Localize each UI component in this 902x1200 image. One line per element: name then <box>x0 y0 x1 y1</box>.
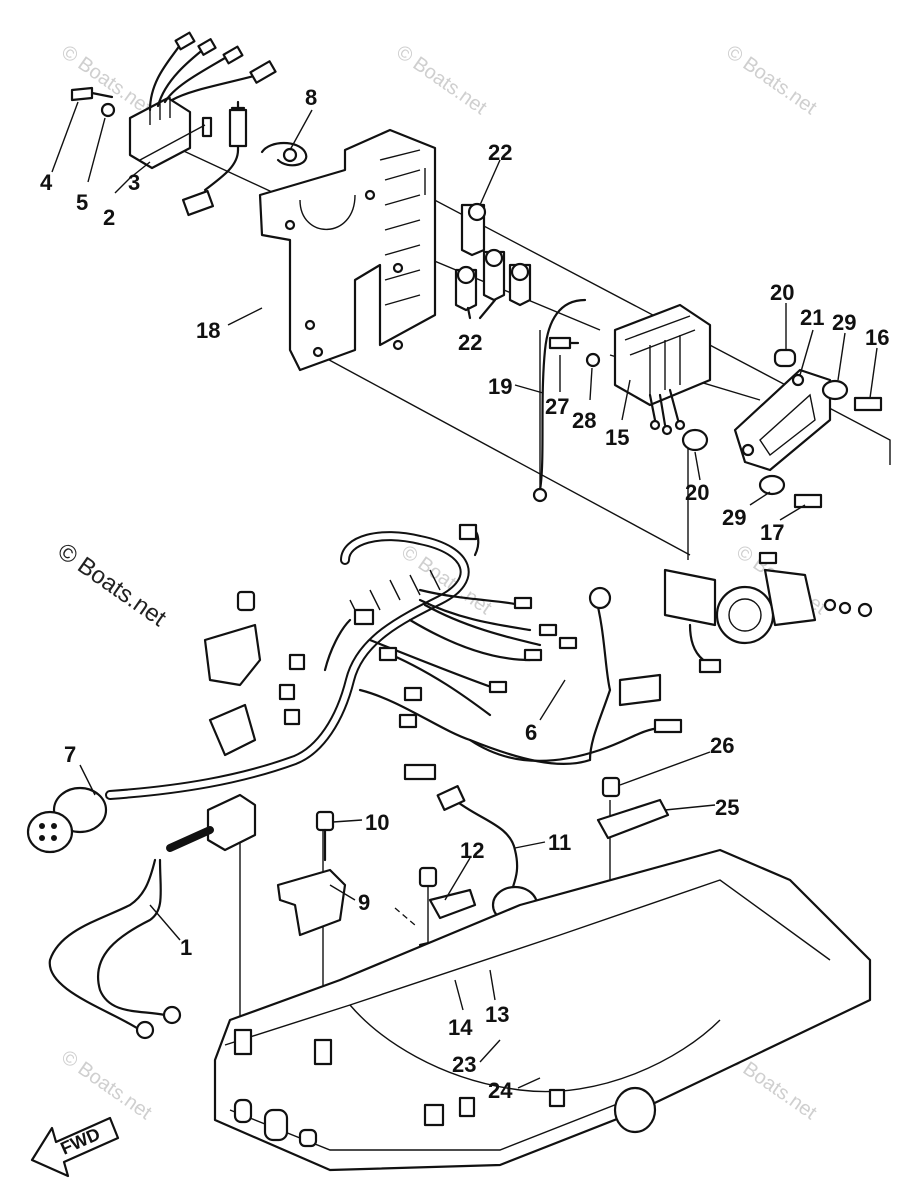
part-label-7: 7 <box>64 742 76 767</box>
part-label-28: 28 <box>572 408 596 433</box>
ground-lead <box>532 298 587 503</box>
part-label-27: 27 <box>545 394 569 419</box>
part-label-3: 3 <box>128 170 140 195</box>
part-label-8: 8 <box>305 85 317 110</box>
part-label-22-top: 22 <box>488 140 512 165</box>
rectifier-regulator <box>70 31 277 217</box>
part-label-15: 15 <box>605 425 629 450</box>
battery-cables <box>48 858 182 1040</box>
watermark: © Boats.net <box>57 1046 156 1124</box>
fwd-arrow: FWD <box>30 1116 120 1178</box>
bracket-assembly-left <box>203 590 262 757</box>
bottom-cowling <box>213 848 872 1172</box>
part-label-5: 5 <box>76 190 88 215</box>
part-label-11: 11 <box>548 830 571 855</box>
part-label-16: 16 <box>865 325 889 350</box>
bracket-21 <box>681 348 883 509</box>
part-label-1: 1 <box>180 935 192 960</box>
part-label-29-top: 29 <box>832 310 856 335</box>
part-label-23: 23 <box>452 1052 476 1077</box>
part-label-20-top: 20 <box>770 280 794 305</box>
part-label-6: 6 <box>525 720 537 745</box>
watermark-large: © Boats.net <box>53 538 172 632</box>
plug-caps <box>454 202 532 320</box>
bolts-27-28 <box>548 336 601 368</box>
watermark: © Boats.net <box>722 41 821 119</box>
part-labels: 4 5 2 3 8 22 22 18 19 27 28 15 20 21 29 … <box>40 85 889 1103</box>
starter-relay <box>663 551 873 674</box>
part-label-20-bottom: 20 <box>685 480 709 505</box>
main-connector <box>26 786 108 854</box>
part-label-26: 26 <box>710 733 734 758</box>
part-label-2: 2 <box>103 205 115 230</box>
part-label-12: 12 <box>460 838 484 863</box>
part-label-14: 14 <box>448 1015 473 1040</box>
cdi-unit <box>613 303 712 436</box>
leader-lines <box>51 101 878 1089</box>
mounting-bracket <box>258 128 437 372</box>
part-label-19: 19 <box>488 374 512 399</box>
part-label-13: 13 <box>485 1002 509 1027</box>
bracket-25 <box>596 776 670 840</box>
part-label-22-bottom: 22 <box>458 330 482 355</box>
wire-clip <box>260 141 308 167</box>
part-label-24: 24 <box>488 1078 513 1103</box>
part-label-4: 4 <box>40 170 53 195</box>
part-label-9: 9 <box>358 890 370 915</box>
cable-clamp <box>166 793 257 852</box>
watermark: © Boats.net <box>392 41 491 119</box>
part-label-29-bottom: 29 <box>722 505 746 530</box>
wiring-harness <box>105 523 683 800</box>
part-label-25: 25 <box>715 795 739 820</box>
part-label-10: 10 <box>365 810 389 835</box>
part-label-21: 21 <box>800 305 824 330</box>
bracket-9 <box>276 810 347 937</box>
part-label-17: 17 <box>760 520 784 545</box>
part-label-18: 18 <box>196 318 220 343</box>
